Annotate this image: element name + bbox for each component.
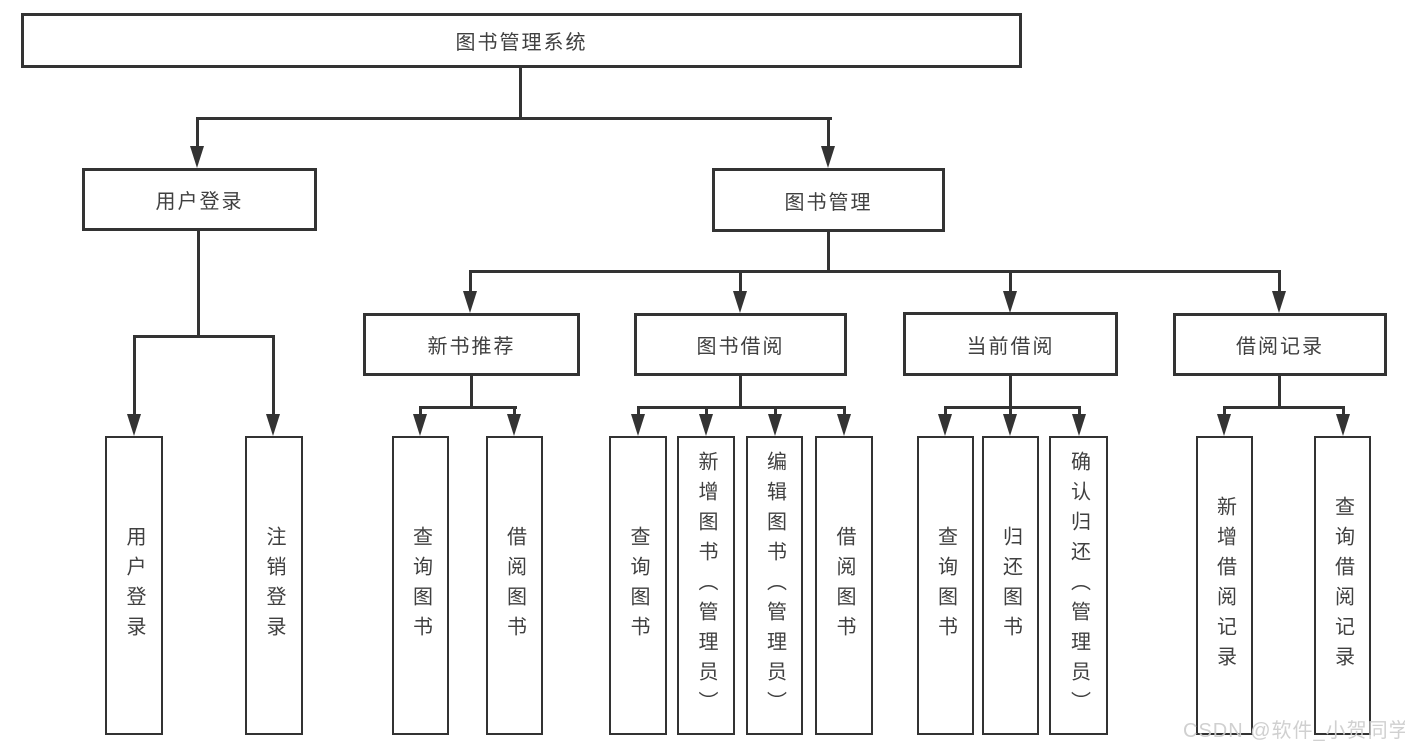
arrowhead-icon <box>127 414 141 436</box>
connector-line <box>272 337 275 416</box>
node-current-borrow: 当前借阅 <box>903 312 1118 376</box>
arrowhead-icon <box>1003 414 1017 436</box>
leaf-add-borrow-record: 新增借阅记录 <box>1196 436 1253 735</box>
connector-line <box>196 117 832 120</box>
node-book-management: 图书管理 <box>712 168 945 232</box>
arrowhead-icon <box>1336 414 1350 436</box>
node-label: 新书推荐 <box>427 336 516 358</box>
node-label: 图书管理 <box>784 191 873 214</box>
leaf-label: 查询图书 <box>627 525 649 646</box>
leaf-label: 查询图书 <box>934 525 957 646</box>
leaf-user-login: 用户登录 <box>105 436 163 735</box>
leaf-query-books-1: 查询图书 <box>392 436 449 735</box>
connector-line <box>1223 406 1345 409</box>
node-root-library-system: 图书管理系统 <box>21 13 1022 68</box>
node-label: 图书管理系统 <box>455 32 588 54</box>
node-user-login: 用户登录 <box>82 168 317 231</box>
connector-line <box>419 408 422 417</box>
node-label: 图书借阅 <box>696 336 785 358</box>
connector-line <box>419 406 517 409</box>
leaf-add-book-admin: 新增图书（管理员） <box>677 436 735 735</box>
node-label: 用户登录 <box>155 191 244 213</box>
arrowhead-icon <box>463 291 477 313</box>
connector-line <box>1009 408 1012 417</box>
connector-line <box>1278 376 1281 408</box>
arrowhead-icon <box>507 414 521 436</box>
leaf-label: 查询借阅记录 <box>1331 495 1354 676</box>
connector-line <box>1342 408 1345 417</box>
connector-line <box>705 408 708 417</box>
connector-line <box>133 335 275 338</box>
connector-line <box>843 408 846 417</box>
node-label: 借阅记录 <box>1236 336 1324 358</box>
connector-line <box>827 232 830 272</box>
leaf-label: 归还图书 <box>999 525 1022 646</box>
arrowhead-icon <box>1003 291 1017 313</box>
connector-line <box>1278 272 1281 292</box>
arrowhead-icon <box>699 414 713 436</box>
leaf-borrow-books-2: 借阅图书 <box>815 436 873 735</box>
connector-line <box>469 270 1281 273</box>
connector-line <box>470 376 473 408</box>
connector-line <box>637 406 846 409</box>
leaf-query-books-3: 查询图书 <box>917 436 974 735</box>
arrowhead-icon <box>1272 291 1286 313</box>
connector-line <box>827 119 830 148</box>
node-book-borrow: 图书借阅 <box>634 313 847 376</box>
leaf-label: 查询图书 <box>409 525 432 646</box>
connector-line <box>519 68 522 117</box>
leaf-label: 确认归还（管理员） <box>1067 450 1090 721</box>
node-borrow-records: 借阅记录 <box>1173 313 1387 376</box>
connector-line <box>739 376 742 408</box>
arrowhead-icon <box>768 414 782 436</box>
connector-line <box>774 408 777 417</box>
connector-line <box>1009 272 1012 292</box>
arrowhead-icon <box>821 146 835 168</box>
leaf-label: 借阅图书 <box>833 525 855 646</box>
leaf-label: 新增借阅记录 <box>1213 495 1236 676</box>
arrowhead-icon <box>1217 414 1231 436</box>
connector-line <box>1223 408 1226 417</box>
arrowhead-icon <box>190 146 204 168</box>
arrowhead-icon <box>1072 414 1086 436</box>
node-label: 当前借阅 <box>966 335 1055 358</box>
leaf-label: 用户登录 <box>123 525 145 646</box>
connector-line <box>944 408 947 417</box>
arrowhead-icon <box>837 414 851 436</box>
connector-line <box>637 408 640 417</box>
arrowhead-icon <box>266 414 280 436</box>
leaf-edit-book-admin: 编辑图书（管理员） <box>746 436 803 735</box>
leaf-borrow-books-1: 借阅图书 <box>486 436 543 735</box>
connector-line <box>469 272 472 292</box>
connector-line <box>739 272 742 292</box>
connector-line <box>196 119 199 148</box>
connector-line <box>133 337 136 416</box>
leaf-label: 借阅图书 <box>503 525 526 646</box>
connector-line <box>513 408 516 417</box>
node-new-book-recommend: 新书推荐 <box>363 313 580 376</box>
arrowhead-icon <box>413 414 427 436</box>
leaf-return-books: 归还图书 <box>982 436 1039 735</box>
connector-line <box>197 231 200 337</box>
leaf-query-books-2: 查询图书 <box>609 436 667 735</box>
connector-line <box>944 406 1081 409</box>
arrowhead-icon <box>733 291 747 313</box>
csdn-watermark: CSDN @软件_小贺同学 <box>1183 720 1405 742</box>
connector-line <box>1009 376 1012 408</box>
arrowhead-icon <box>631 414 645 436</box>
leaf-label: 注销登录 <box>263 525 285 646</box>
leaf-label: 新增图书（管理员） <box>695 450 717 721</box>
arrowhead-icon <box>938 414 952 436</box>
leaf-label: 编辑图书（管理员） <box>763 450 786 721</box>
connector-line <box>1078 408 1081 417</box>
leaf-query-borrow-record: 查询借阅记录 <box>1314 436 1371 735</box>
leaf-logout: 注销登录 <box>245 436 303 735</box>
leaf-confirm-return-admin: 确认归还（管理员） <box>1049 436 1108 735</box>
